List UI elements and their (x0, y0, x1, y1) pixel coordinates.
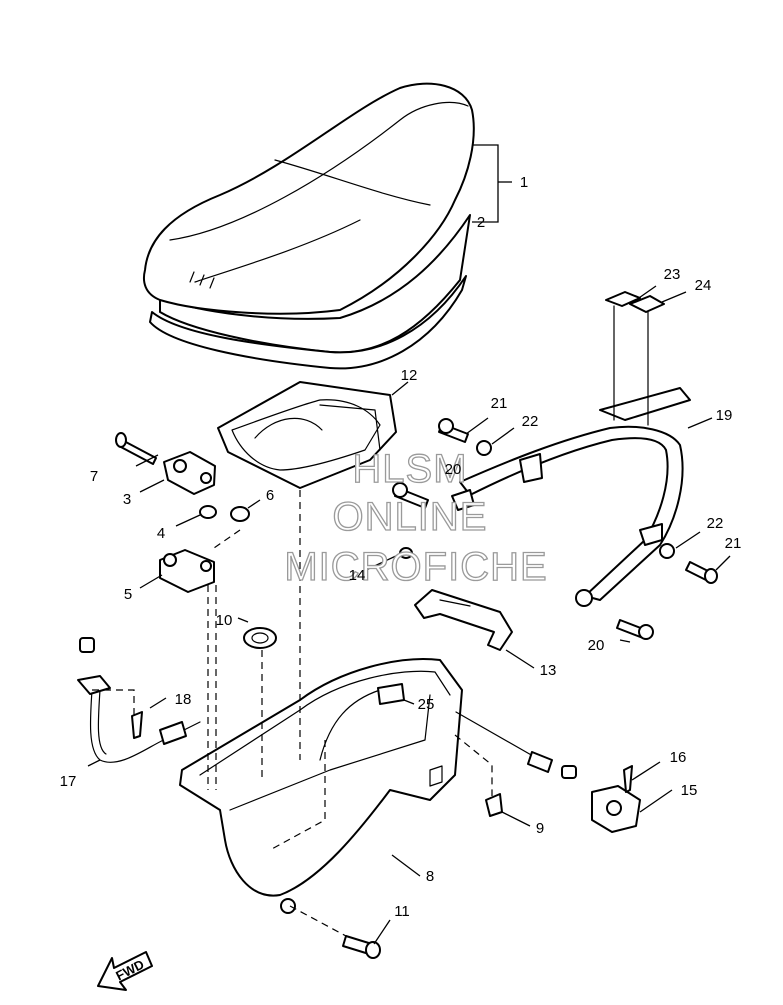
callout-22-upper: 22 (522, 413, 539, 430)
lock-cable (455, 711, 577, 779)
callout-23: 23 (664, 266, 681, 283)
cable-17 (77, 637, 201, 763)
nut-6 (230, 506, 250, 522)
bolt-20-upper (392, 482, 429, 509)
callout-10: 10 (216, 612, 233, 629)
callout-16: 16 (670, 749, 687, 766)
watermark-line-3: MICROFICHE (284, 545, 547, 589)
callout-4: 4 (157, 525, 165, 542)
callout-21-lower: 21 (725, 535, 742, 552)
watermark-line-2: ONLINE (333, 495, 488, 539)
callout-21-upper: 21 (491, 395, 508, 412)
washer-22-lower (659, 543, 675, 559)
nut-14 (399, 547, 413, 559)
plate-23 (605, 291, 641, 307)
bolt-11 (342, 935, 381, 959)
screw-16 (623, 765, 633, 793)
callout-24: 24 (695, 277, 712, 294)
callout-7: 7 (90, 468, 98, 485)
callout-labels: 1 2 3 4 5 6 7 8 9 10 11 12 13 14 15 16 1… (60, 174, 742, 920)
callout-5: 5 (124, 586, 132, 603)
bolt-21-upper (438, 418, 469, 443)
callout-8: 8 (426, 868, 434, 885)
callout-2: 2 (477, 214, 485, 231)
callout-11: 11 (394, 903, 410, 920)
box-liner (217, 381, 397, 489)
watermark: HLSM ONLINE MICROFICHE (284, 446, 548, 589)
callout-13: 13 (540, 662, 557, 679)
clip-9 (485, 793, 503, 817)
hinge-upper (163, 451, 216, 495)
grommet-10 (243, 627, 277, 649)
callout-17: 17 (60, 773, 77, 790)
callout-19: 19 (716, 407, 733, 424)
callout-25: 25 (418, 696, 435, 713)
callout-20-upper: 20 (445, 461, 462, 478)
screw-18 (131, 711, 143, 739)
callout-14: 14 (349, 567, 366, 584)
callout-1: 1 (520, 174, 528, 191)
bolt-7 (115, 432, 157, 465)
callout-3: 3 (123, 491, 131, 508)
bracket (414, 589, 513, 651)
callout-22-lower: 22 (707, 515, 724, 532)
lock-assembly-15 (591, 785, 641, 833)
callout-18: 18 (175, 691, 192, 708)
seat (142, 82, 475, 370)
bolt-20-lower (616, 619, 654, 640)
watermark-line-1: HLSM (352, 447, 467, 491)
callout-15: 15 (681, 782, 698, 799)
fwd-label: FWD (113, 957, 146, 984)
callout-12: 12 (401, 367, 418, 384)
hinge-lower (159, 549, 215, 593)
nut-4 (199, 505, 217, 519)
carrier-bar (451, 387, 691, 607)
washer-22-upper (476, 440, 492, 456)
fwd-arrow: FWD (97, 951, 153, 991)
callout-6: 6 (266, 487, 274, 504)
callout-20-lower: 20 (588, 637, 605, 654)
bolt-21-lower (685, 561, 718, 584)
plate-24 (629, 295, 665, 313)
callout-9: 9 (536, 820, 544, 837)
